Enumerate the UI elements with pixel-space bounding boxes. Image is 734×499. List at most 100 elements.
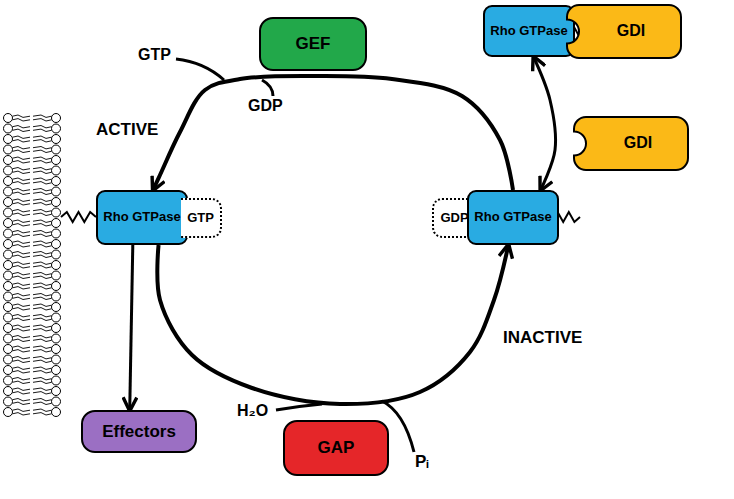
lipid-head [52, 334, 61, 343]
lipid-head [4, 397, 13, 406]
lipid-head [52, 177, 61, 186]
lipid-tail [13, 168, 31, 170]
gtp-box: GTP [181, 198, 222, 238]
lipid-tail [33, 308, 52, 310]
lipid-tail [33, 297, 52, 299]
lipid-head [52, 219, 61, 228]
lipid-tail [13, 213, 31, 215]
lipid-head [4, 145, 13, 154]
lipid-tail [13, 329, 31, 331]
lipid-head [4, 282, 13, 291]
lipid-tail [33, 192, 52, 194]
rho-gtpase-box: Rho GTPase [467, 190, 559, 245]
lipid-tail [33, 224, 52, 226]
lipid-tail [13, 325, 31, 327]
lipid-head [52, 376, 61, 385]
lipid-tail [13, 381, 31, 383]
reaction-curve [176, 59, 224, 80]
lipid-head [4, 345, 13, 354]
lipid-tail [13, 178, 31, 180]
lipid-tail [13, 147, 31, 149]
cycle-arrow [130, 245, 133, 410]
lipid-tail [13, 224, 31, 226]
node-text: Rho GTPase [103, 210, 180, 225]
node-text: Rho GTPase [490, 24, 567, 39]
lipid-head [4, 135, 13, 144]
lipid-head [4, 229, 13, 238]
lipid-head [4, 208, 13, 217]
lipid-tail [33, 234, 52, 236]
lipid-tail [13, 273, 31, 275]
lipid-tail [13, 399, 31, 401]
lipid-tail [13, 192, 31, 194]
lipid-head [4, 114, 13, 123]
effectors-box: Effectors [81, 410, 197, 453]
gdi-shape: GDI [574, 117, 688, 170]
lipid-tail [13, 266, 31, 268]
lipid-tail [33, 262, 52, 264]
lipid-tail [13, 346, 31, 348]
lipid-tail [33, 413, 52, 415]
lipid-head [52, 198, 61, 207]
lipid-head [4, 240, 13, 249]
diagram-label: GDP [247, 97, 284, 115]
lipid-tail [33, 115, 52, 117]
lipid-tail [33, 399, 52, 401]
lipid-tail [13, 297, 31, 299]
lipid-tail [33, 378, 52, 380]
lipid-tail [33, 273, 52, 275]
lipid-tail [13, 171, 31, 173]
lipid-head [52, 292, 61, 301]
lipid-tail [13, 203, 31, 205]
lipid-tail [13, 126, 31, 128]
lipid-tail [13, 220, 31, 222]
lipid-tail [33, 161, 52, 163]
lipid-head [4, 376, 13, 385]
lipid-tail [13, 161, 31, 163]
lipid-head [4, 166, 13, 175]
lipid-head [4, 313, 13, 322]
lipid-head [52, 124, 61, 133]
lipid-head [4, 219, 13, 228]
lipid-tail [13, 255, 31, 257]
lipid-tail [13, 357, 31, 359]
lipid-tail [33, 325, 52, 327]
lipid-bilayer [4, 114, 61, 417]
lipid-tail [13, 392, 31, 394]
lipid-head [4, 292, 13, 301]
lipid-tail [33, 294, 52, 296]
lipid-tail [33, 360, 52, 362]
lipid-head [52, 156, 61, 165]
lipid-tail [33, 220, 52, 222]
lipid-tail [13, 119, 31, 121]
lipid-tail [13, 360, 31, 362]
lipid-tail [13, 367, 31, 369]
lipid-tail [33, 304, 52, 306]
lipid-head [52, 345, 61, 354]
lipid-tail [33, 276, 52, 278]
lipid-head [52, 208, 61, 217]
lipid-tail [13, 199, 31, 201]
lipid-tail [13, 388, 31, 390]
lipid-head [52, 114, 61, 123]
lipid-head [52, 366, 61, 375]
lipid-tail [13, 276, 31, 278]
lipid-tail [13, 308, 31, 310]
lipid-tail [33, 119, 52, 121]
lipid-tail [33, 392, 52, 394]
lipid-head [4, 408, 13, 417]
lipid-tail [33, 157, 52, 159]
lipid-tail [13, 315, 31, 317]
lipid-tail [33, 171, 52, 173]
lipid-head [52, 166, 61, 175]
cycle-arrow [534, 57, 556, 190]
diagram-label: Pᵢ [414, 452, 430, 472]
lipid-head [4, 177, 13, 186]
lipid-tail [33, 336, 52, 338]
lipid-head [4, 187, 13, 196]
lipid-tail [13, 150, 31, 152]
lipid-head [4, 250, 13, 259]
lipid-tail [33, 129, 52, 131]
lipid-tail [33, 287, 52, 289]
node-text: GAP [318, 438, 355, 458]
